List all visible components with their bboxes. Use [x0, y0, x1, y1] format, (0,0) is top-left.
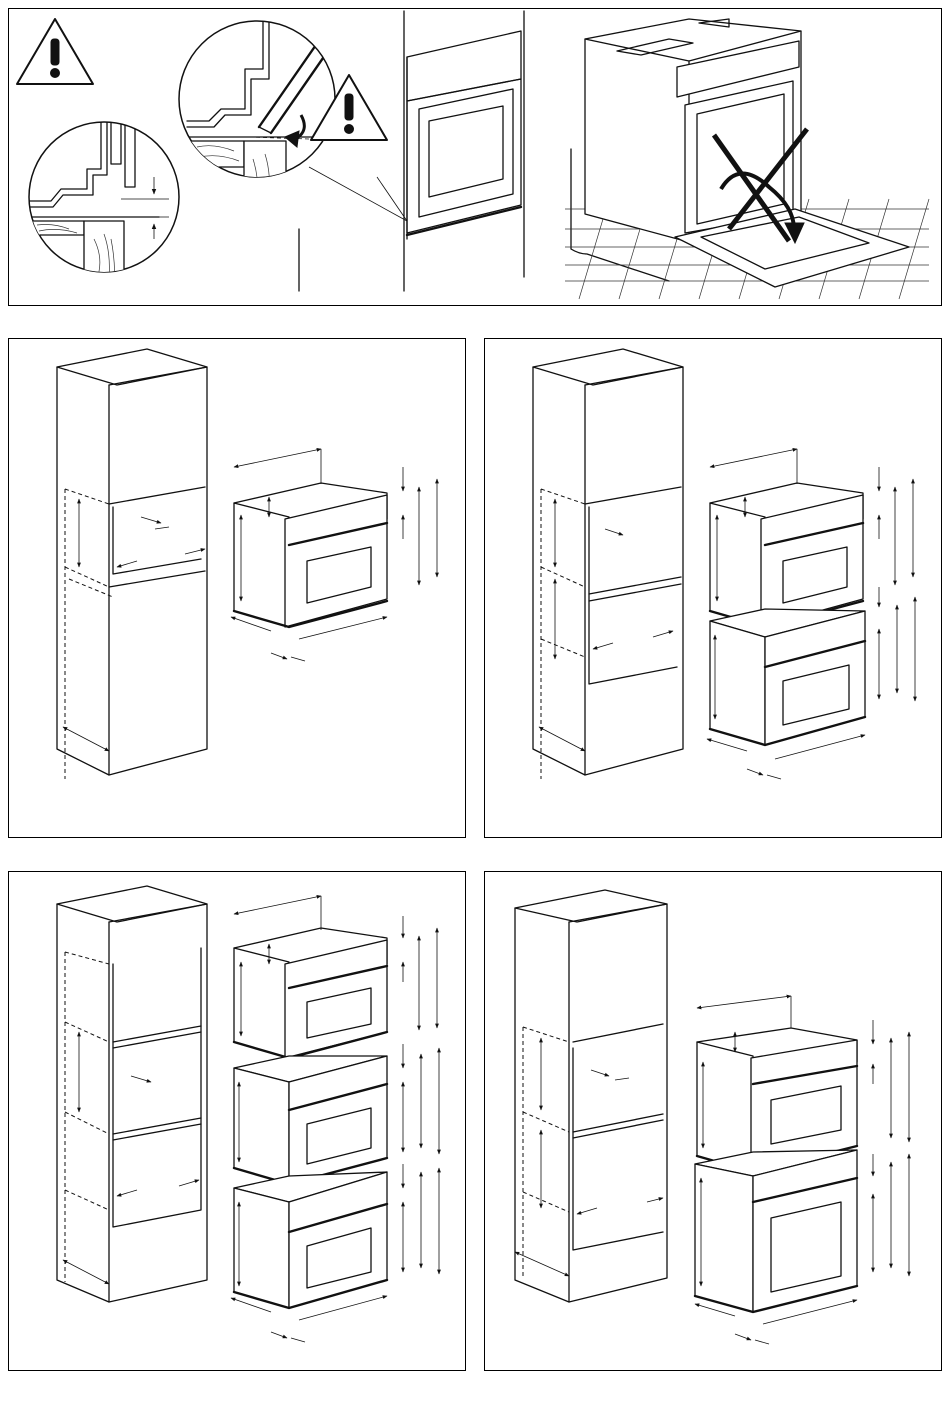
tall-cabinet	[515, 890, 667, 1302]
tall-cabinet	[57, 349, 207, 779]
two-appliance-cabinet-panel	[484, 338, 942, 838]
door-detail-circle	[179, 19, 339, 221]
upper-oven-unit	[710, 483, 863, 627]
lower-oven-unit	[710, 609, 865, 745]
single-oven-unit	[231, 449, 437, 661]
middle-oven-unit	[234, 1056, 387, 1184]
single-appliance-cabinet-panel	[8, 338, 466, 838]
oven-open-door-view	[565, 19, 929, 299]
warning-triangle-icon	[17, 19, 93, 84]
two-appliance-cabinet-alt-panel	[484, 871, 942, 1371]
three-appliance-cabinet-panel	[8, 871, 466, 1371]
edge-detail-circle	[27, 109, 179, 307]
oven-front-view	[407, 31, 521, 239]
installation-warnings-panel	[8, 8, 942, 306]
top-oven-unit	[234, 928, 387, 1058]
tall-cabinet	[533, 349, 683, 779]
bottom-oven-unit	[234, 1172, 387, 1308]
tall-cabinet	[57, 886, 207, 1302]
lower-oven-unit	[695, 1150, 857, 1312]
